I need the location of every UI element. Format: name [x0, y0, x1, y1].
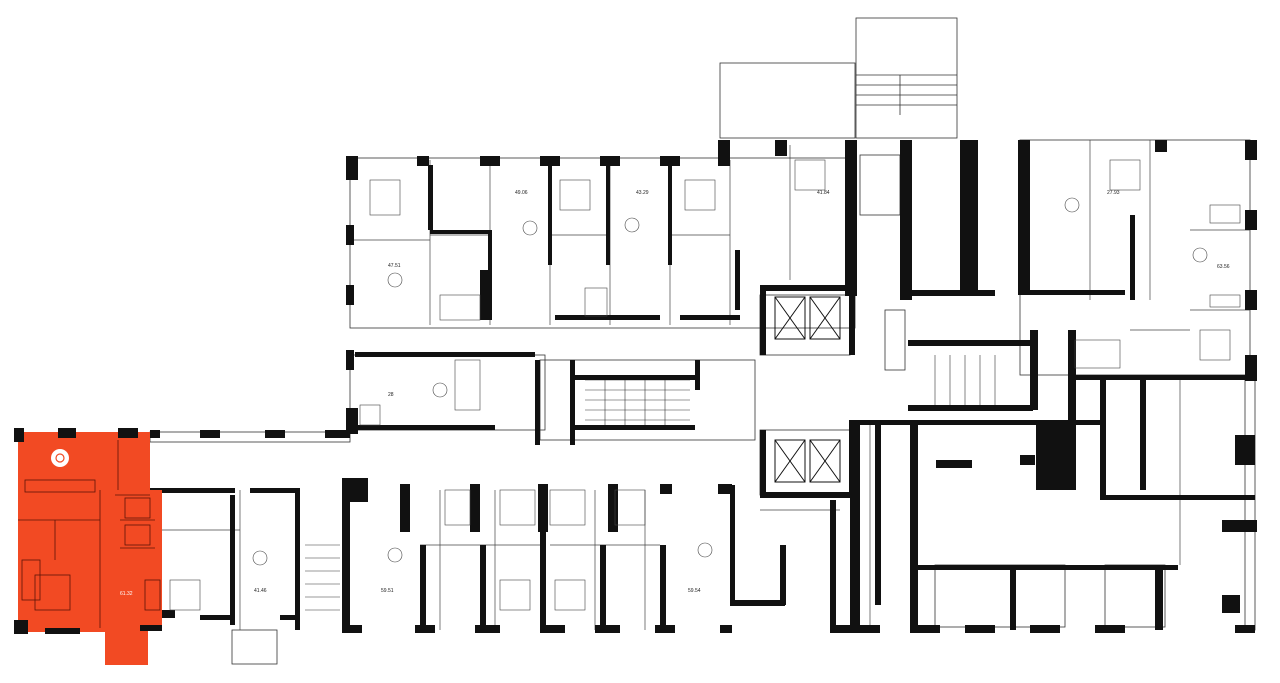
furniture [169, 159, 1241, 611]
unit-area-label-highlighted: 61.32 [120, 591, 133, 597]
highlight-icon [51, 449, 69, 467]
unit-area-label: 41.84 [817, 190, 830, 196]
unit-area-label: 47.51 [388, 263, 401, 269]
elevator-shafts [774, 296, 841, 483]
unit-area-label: 43.29 [636, 190, 649, 196]
unit-area-label: 59.54 [688, 588, 701, 594]
stairs [305, 355, 996, 611]
highlighted-unit[interactable] [14, 428, 162, 665]
unit-area-label: 41.46 [254, 588, 267, 594]
unit-61-32-shape[interactable] [18, 432, 162, 665]
unit-area-label: 28 [388, 392, 394, 398]
unit-area-label: 63.56 [1217, 264, 1230, 270]
unit-labels: 47.51 49.06 43.29 41.84 28 27.93 63.56 6… [120, 190, 1230, 597]
unit-area-label: 49.06 [515, 190, 528, 196]
walls [150, 140, 1257, 633]
unit-area-label: 27.93 [1107, 190, 1120, 196]
unit-area-label: 59.51 [381, 588, 394, 594]
room-partitions [160, 140, 1250, 630]
